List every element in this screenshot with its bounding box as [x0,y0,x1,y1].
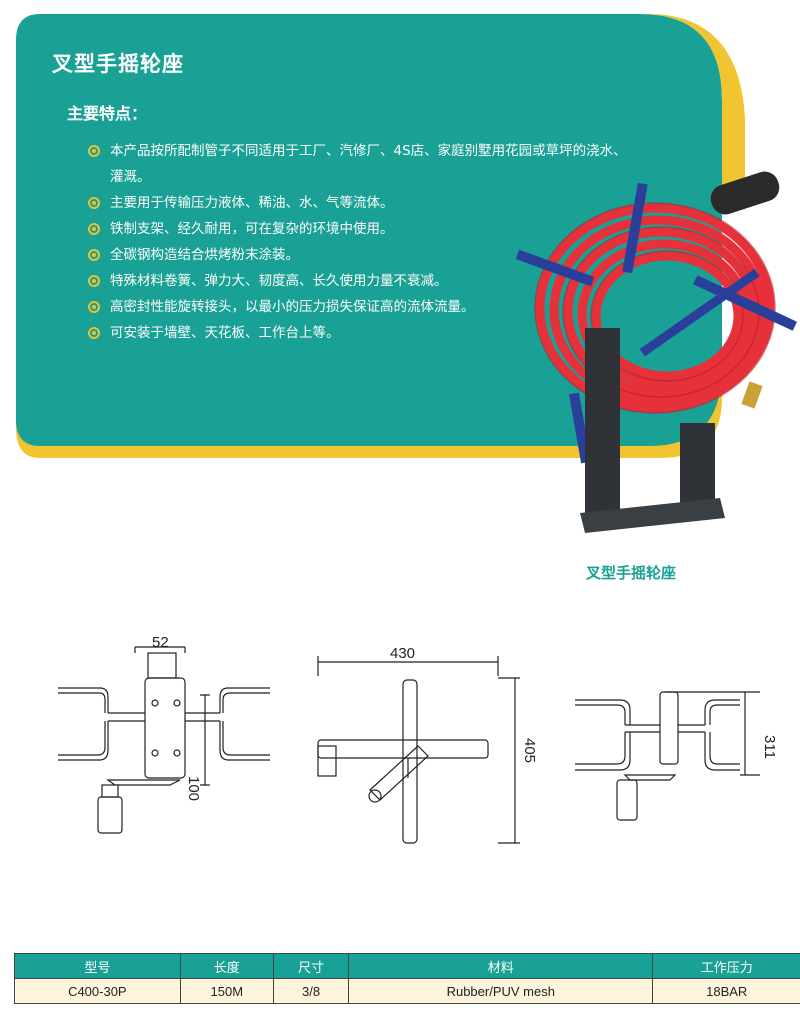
dimension-label: 52 [152,634,169,651]
product-caption: 叉型手摇轮座 [586,564,677,582]
bullet-icon [88,249,100,261]
spec-table: 型号 长度 尺寸 材料 工作压力 C400-30P 150M 3/8 Rubbe… [14,953,800,1004]
table-cell: C400-30P [14,978,181,1004]
bullet-icon [88,327,100,339]
dimension-label: 100 [185,776,202,802]
feature-item: 可安装于墙壁、天花板、工作台上等。 [88,320,628,346]
table-header-cell: 尺寸 [272,953,350,979]
table-cell: 150M [179,978,274,1004]
table-header-cell: 型号 [14,953,181,979]
feature-item: 全碳钢构造结合烘烤粉末涂装。 [88,242,628,268]
side-view-drawing [317,656,520,844]
table-cell: 3/8 [272,978,350,1004]
table-header-cell: 工作压力 [652,953,800,979]
banner-yellow-swoosh-right [640,13,745,190]
feature-item: 高密封性能旋转接头，以最小的压力损失保证高的流体流量。 [88,294,628,320]
table-cell: 18BAR [652,978,800,1004]
dimension-label: 311 [761,735,778,759]
bullet-icon [88,275,100,287]
table-cell: Rubber/PUV mesh [348,978,654,1004]
feature-item: 特殊材料卷簧、弹力大、韧度高、长久使用力量不衰减。 [88,268,628,294]
front-view-drawing [58,646,270,834]
bullet-icon [88,223,100,235]
hose-reel-product-image [515,171,797,533]
page-title: 叉型手摇轮座 [52,52,184,76]
feature-item: 本产品按所配制管子不同适用于工厂、汽修厂、4S店、家庭别墅用花园或草坪的浇水、灌… [88,138,628,190]
feature-item: 铁制支架、经久耐用，可在复杂的环境中使用。 [88,216,628,242]
top-view-drawing [575,691,760,821]
features-list: 本产品按所配制管子不同适用于工厂、汽修厂、4S店、家庭别墅用花园或草坪的浇水、灌… [88,138,628,346]
table-header-cell: 长度 [179,953,274,979]
bullet-icon [88,301,100,313]
bullet-icon [88,145,100,157]
feature-item: 主要用于传输压力液体、稀油、水、气等流体。 [88,190,628,216]
table-row: C400-30P 150M 3/8 Rubber/PUV mesh 18BAR [14,978,800,1004]
dimension-label: 405 [521,738,538,764]
table-header-row: 型号 长度 尺寸 材料 工作压力 [14,953,800,979]
dimension-label: 430 [390,645,416,662]
bullet-icon [88,197,100,209]
table-header-cell: 材料 [348,953,654,979]
features-heading: 主要特点： [67,104,148,123]
